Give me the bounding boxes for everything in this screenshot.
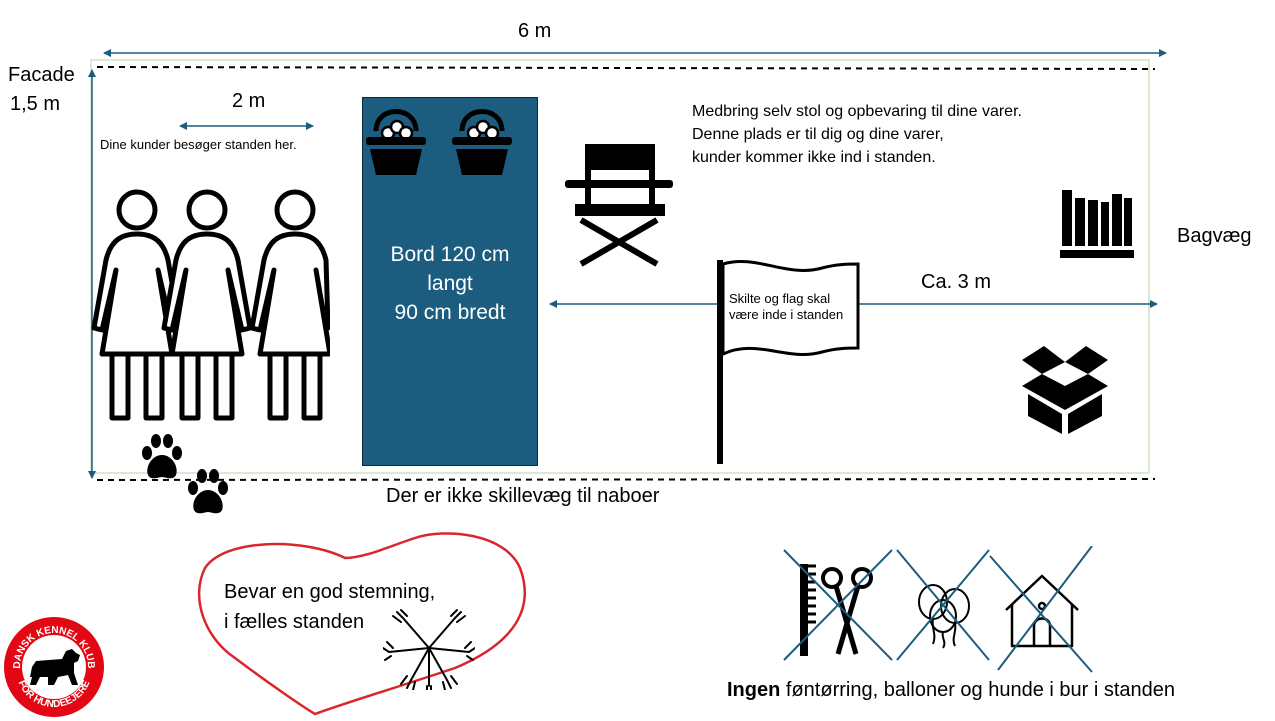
prohibited-rest: føntørring, balloner og hunde i bur i st… [780,679,1176,701]
back-wall-label: Bagvæg [1177,225,1252,247]
balloons-icon [918,584,970,649]
box-icon [1022,346,1108,434]
front-dashed-edge [96,66,1156,70]
director-chair-icon [565,144,673,267]
table-rectangle [362,97,538,466]
cross-line [896,549,990,661]
bring-own-note-line1: Medbring selv stol og opbevaring til din… [692,103,1022,120]
no-kennel-group [989,546,1093,673]
facade-width-label: 1,5 m [10,93,61,115]
comb-scissors-icon [800,564,873,656]
dog-silhouette-icon [30,649,80,685]
no-balloons-group [896,549,990,661]
flag-icon [717,260,860,464]
heart-outline [197,532,526,716]
mood-line1: Bevar en god stemning, [224,581,436,603]
depth-label: Ca. 3 m [921,271,992,293]
prohibited-note: Ingen føntørring, balloner og hunde i bu… [727,678,1175,702]
basket-icon [452,109,512,175]
paw-icon [188,469,228,514]
table-label-line3: 90 cm bredt [394,301,506,324]
customers-visit-note: Dine kunder besøger standen her. [100,137,297,152]
table-label-line1: Bord 120 cm [390,243,510,266]
basket-icon [366,109,426,175]
bring-own-note-line2: Denne plads er til dig og dine varer, [692,126,944,143]
person-icon [249,189,330,421]
customer-zone-label: 2 m [232,90,266,112]
person-icon [91,189,183,421]
table-label: Bord 120 cm langt 90 cm bredt [362,240,538,327]
bring-own-note-line3: kunder kommer ikke ind i standen. [692,149,936,166]
table-label-line2: langt [427,272,473,295]
flag-note-line1: Skilte og flag skal [729,291,831,306]
dkk-logo: DANSK KENNEL KLUB FOR HUNDEEJERE [4,617,104,717]
no-hairdryer-group [783,549,893,661]
customers-group [91,189,330,421]
books-icon [1060,190,1134,258]
bottom-dashed-edge [96,478,1156,481]
facade-label: Facade [8,64,75,86]
paw-icon [142,434,182,479]
hands-icon [383,609,475,690]
cross-line [783,549,893,661]
no-divider-note: Der er ikke skillevæg til naboer [386,485,660,507]
flag-note-line2: være inde i standen [729,307,844,322]
prohibited-bold-word: Ingen [727,679,781,701]
cross-line [997,546,1093,671]
mood-line2: i fælles standen [224,611,365,633]
width-label: 6 m [518,20,552,42]
dog-kennel-icon [1005,574,1079,648]
person-icon [161,189,253,421]
